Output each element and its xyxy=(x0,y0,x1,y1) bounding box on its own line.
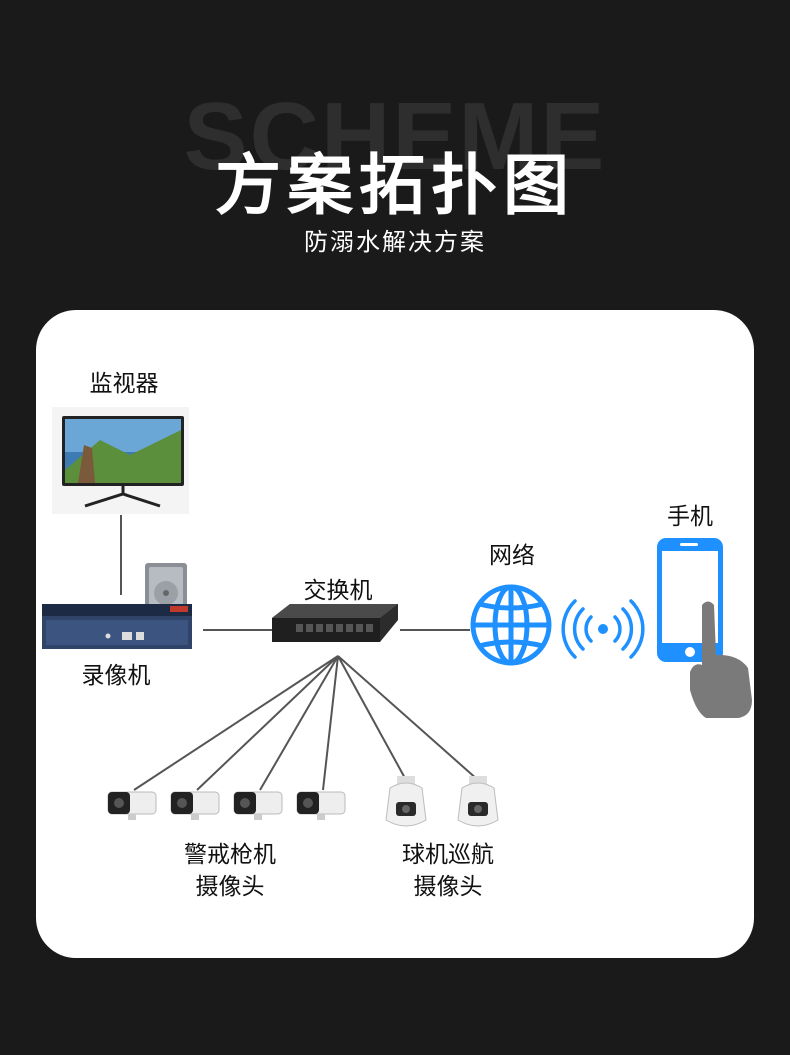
switch-camera-2-link xyxy=(196,655,339,791)
network-label: 网络 xyxy=(489,543,535,569)
switch-dome-2-link xyxy=(337,655,479,781)
phone-label: 手机 xyxy=(667,504,713,530)
bullet-camera-icon xyxy=(107,791,157,820)
dome-camera-label-line2: 摄像头 xyxy=(413,874,483,900)
connection-lines xyxy=(120,515,479,791)
page-title: 方案拓扑图 xyxy=(215,147,575,224)
monitor-label: 监视器 xyxy=(89,371,159,397)
globe-icon xyxy=(470,584,552,666)
dome-camera-label-line1: 球机巡航 xyxy=(402,842,494,868)
hand-pointer-icon xyxy=(690,601,752,718)
switch-camera-3-link xyxy=(259,655,339,791)
bullet-camera-icon xyxy=(170,791,220,820)
switch-label: 交换机 xyxy=(303,578,373,604)
switch-icon xyxy=(272,604,398,642)
switch-camera-4-link xyxy=(322,655,339,791)
dome-camera-icon xyxy=(385,776,427,827)
background-watermark: SCHEME xyxy=(183,83,607,190)
bullet-camera-label-line1: 警戒枪机 xyxy=(184,842,276,868)
page-subtitle: 防溺水解决方案 xyxy=(304,228,486,256)
nvr-icon xyxy=(42,604,192,649)
wireless-signal-icon xyxy=(561,599,645,659)
dome-camera-icon xyxy=(457,776,499,827)
switch-camera-1-link xyxy=(133,655,339,791)
nvr-label: 录像机 xyxy=(81,663,151,689)
switch-dome-1-link xyxy=(337,655,407,781)
monitor-icon xyxy=(52,407,189,514)
bullet-camera-icon xyxy=(296,791,346,820)
bullet-camera-icon xyxy=(233,791,283,820)
bullet-camera-label-line2: 摄像头 xyxy=(195,874,265,900)
